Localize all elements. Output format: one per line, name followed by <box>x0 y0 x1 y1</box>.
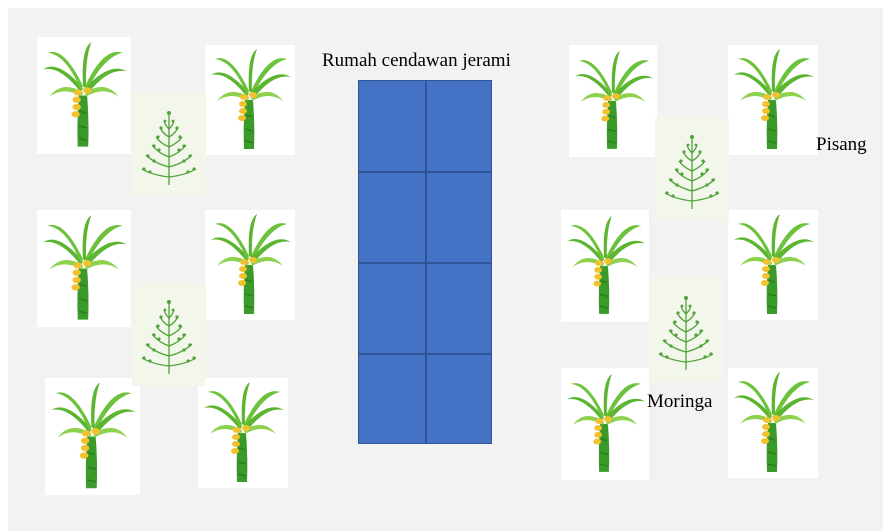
banana-tree-icon <box>569 45 657 157</box>
banana-tree-icon <box>37 37 131 154</box>
banana-tree-icon <box>37 210 131 327</box>
straw-mushroom-house <box>358 80 492 444</box>
house-label: Rumah cendawan jerami <box>322 50 511 72</box>
moringa-tree-icon <box>655 117 729 221</box>
banana-tree-icon <box>45 378 140 495</box>
banana-tree-icon <box>728 45 818 155</box>
house-divider-horizontal <box>359 262 491 264</box>
banana-tree-icon <box>561 210 649 322</box>
moringa-tree-icon <box>132 93 206 197</box>
banana-tree-icon <box>205 210 295 320</box>
house-divider-horizontal <box>359 353 491 355</box>
banana-tree-icon <box>561 368 649 480</box>
moringa-label: Moringa <box>647 391 712 413</box>
banana-tree-icon <box>728 368 818 478</box>
banana-tree-icon <box>205 45 295 155</box>
moringa-tree-icon <box>649 278 723 382</box>
house-divider-horizontal <box>359 171 491 173</box>
moringa-tree-icon <box>132 282 206 386</box>
banana-tree-icon <box>728 210 818 320</box>
banana-label: Pisang <box>816 134 867 156</box>
banana-tree-icon <box>198 378 288 488</box>
